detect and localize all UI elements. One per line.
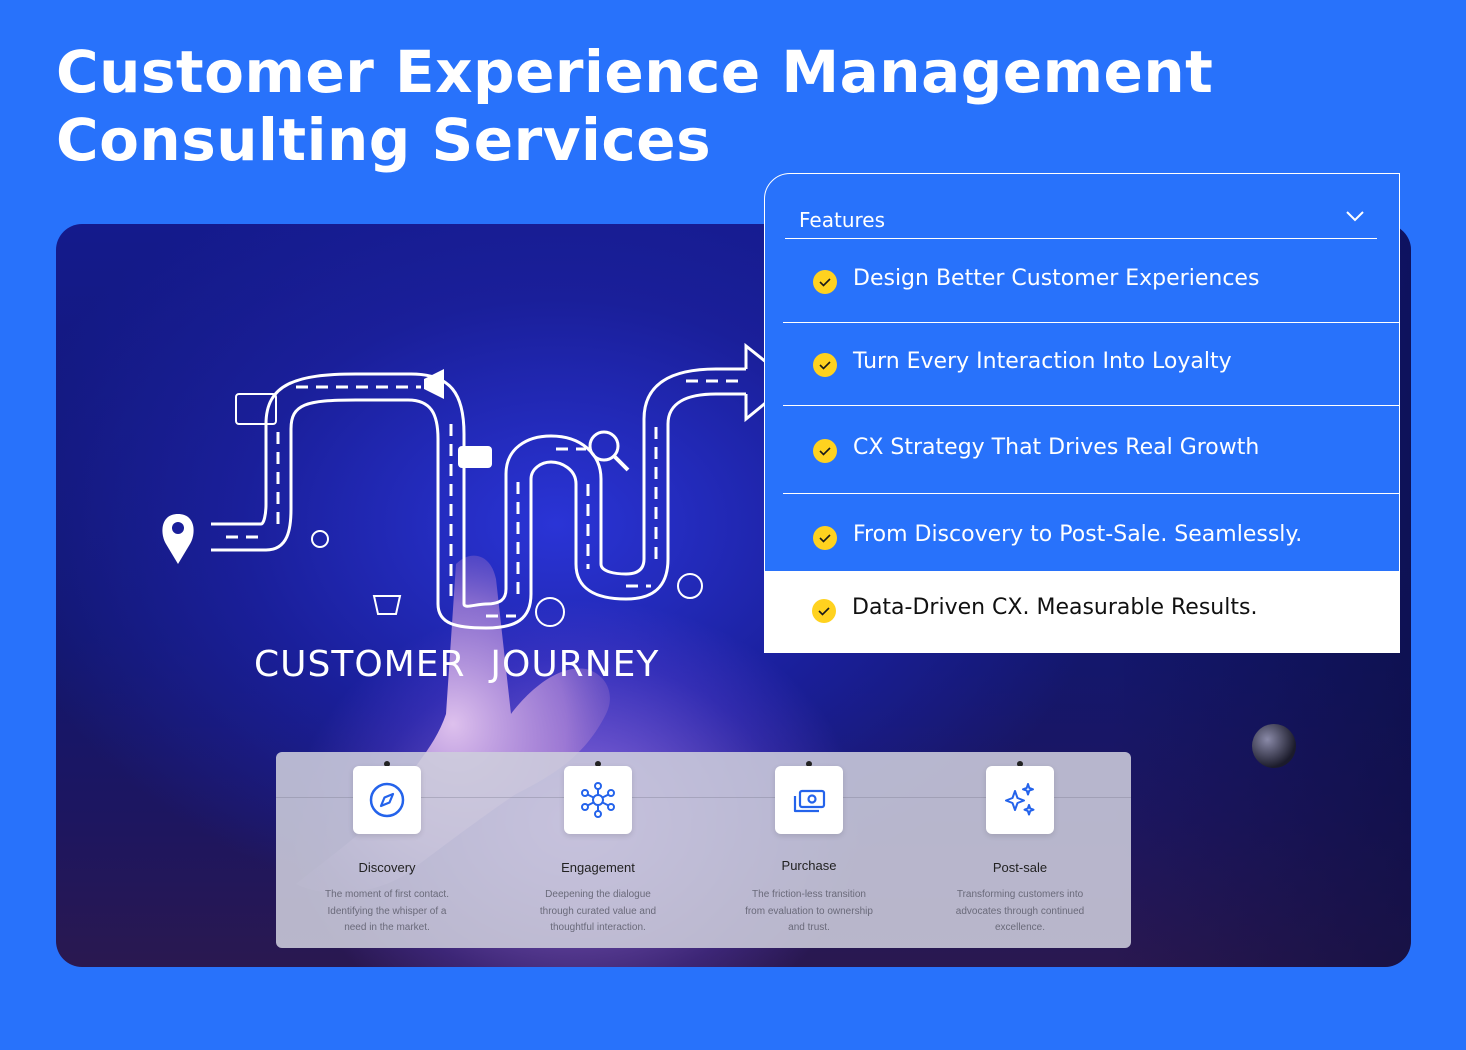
desc-line: thoughtful interaction. <box>550 922 646 933</box>
feature-item-label: Design Better Customer Experiences <box>853 266 1260 291</box>
stage-description: Transforming customers into advocates th… <box>935 887 1105 937</box>
desc-line: need in the market. <box>344 922 430 933</box>
journey-stages-card: Discovery The moment of first contact. I… <box>276 752 1131 948</box>
journey-road-illustration <box>162 342 794 630</box>
feature-item-strategy[interactable]: CX Strategy That Drives Real Growth <box>783 406 1399 494</box>
desc-line: excellence. <box>994 922 1046 933</box>
stage-description: The moment of first contact. Identifying… <box>302 887 472 937</box>
check-circle-icon <box>813 526 837 550</box>
chevron-down-icon[interactable] <box>1345 210 1365 222</box>
desc-line: The moment of first contact. <box>325 889 449 900</box>
features-dropdown-header[interactable]: Features <box>785 200 1377 239</box>
page-title-line-1: Customer Experience Management <box>56 38 1214 106</box>
feature-item-loyalty[interactable]: Turn Every Interaction Into Loyalty <box>783 323 1399 406</box>
check-circle-icon <box>812 599 836 623</box>
feature-item-label: Turn Every Interaction Into Loyalty <box>853 349 1232 374</box>
stage-icon-box <box>986 766 1054 834</box>
desc-line: through curated value and <box>539 905 657 917</box>
page-title: Customer Experience Management Consultin… <box>56 38 1213 174</box>
stage-name: Discovery <box>358 860 416 875</box>
desc-line: and trust. <box>788 922 830 933</box>
features-label: Features <box>799 208 885 232</box>
feature-item-design[interactable]: Design Better Customer Experiences <box>783 238 1399 323</box>
desc-line: Deepening the dialogue <box>545 889 651 900</box>
stage-name: Post-sale <box>992 860 1048 875</box>
sparkles-icon <box>1005 783 1035 816</box>
stage-description: Deepening the dialogue through curated v… <box>513 887 683 937</box>
stage-pin <box>1017 761 1023 767</box>
features-panel: Features Design Better Customer Experien… <box>764 173 1400 653</box>
stage-description: The friction-less transition from evalua… <box>724 887 894 937</box>
stage-pin <box>806 761 812 767</box>
desc-line: advocates through continued <box>955 905 1085 917</box>
journey-title: CUSTOMER JOURNEY <box>254 644 660 685</box>
desc-line: from evaluation to ownership <box>745 905 873 917</box>
desc-line: Identifying the whisper of a <box>327 905 447 917</box>
compass-icon <box>369 782 405 818</box>
feature-item-label: CX Strategy That Drives Real Growth <box>853 435 1260 460</box>
stage-name: Engagement <box>561 860 635 875</box>
network-icon <box>581 782 615 818</box>
decorative-orb <box>1252 724 1296 768</box>
stage-pin <box>595 761 601 767</box>
hand-illustration <box>296 555 610 893</box>
feature-item-label: From Discovery to Post-Sale. Seamlessly. <box>853 522 1303 547</box>
desc-line: The friction-less transition <box>752 889 866 900</box>
feature-item-label: Data-Driven CX. Measurable Results. <box>852 595 1258 620</box>
money-icon <box>793 789 826 813</box>
feature-item-data-driven[interactable]: Data-Driven CX. Measurable Results. <box>765 571 1399 652</box>
check-circle-icon <box>813 270 837 294</box>
check-circle-icon <box>813 353 837 377</box>
page-title-line-2: Consulting Services <box>56 106 712 174</box>
stage-icon-box <box>564 766 632 834</box>
stage-name: Purchase <box>781 858 837 873</box>
check-circle-icon <box>813 439 837 463</box>
stage-icon-box <box>775 766 843 834</box>
feature-item-discovery-postsale[interactable]: From Discovery to Post-Sale. Seamlessly. <box>783 494 1399 571</box>
stages-connector-line <box>276 797 1131 798</box>
stage-pin <box>384 761 390 767</box>
desc-line: Transforming customers into <box>956 889 1084 900</box>
stage-icon-box <box>353 766 421 834</box>
